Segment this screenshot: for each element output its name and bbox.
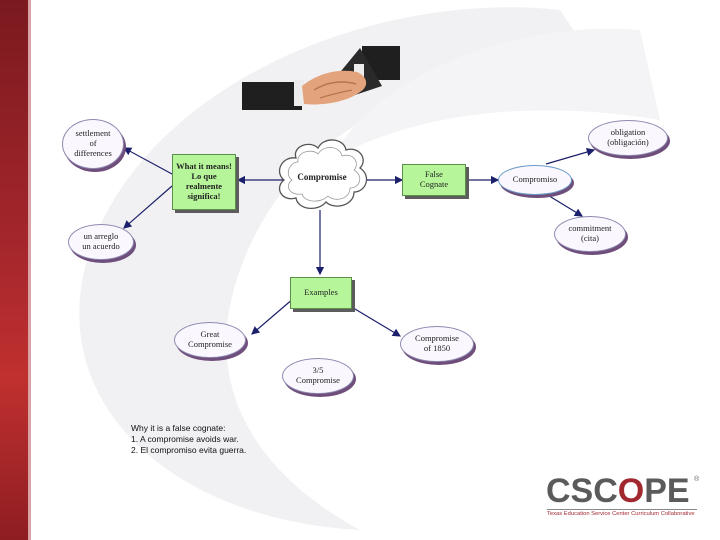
left-accent-bar bbox=[0, 0, 28, 540]
registered-mark: ® bbox=[694, 476, 700, 483]
left-accent-edge bbox=[28, 0, 31, 540]
commitment-line-1: commitment bbox=[568, 223, 612, 234]
central-cloud bbox=[279, 139, 368, 209]
logo-tagline: Texas Education Service Center Curriculu… bbox=[547, 511, 695, 517]
meaning-line-2: Lo que bbox=[191, 171, 217, 182]
three-fifths-line-1: 3/5 bbox=[312, 365, 324, 376]
great-line-2: Compromise bbox=[188, 339, 232, 349]
arreglo-node: un arreglo un acuerdo bbox=[68, 224, 134, 260]
meaning-node: What it means! Lo que realmente signific… bbox=[172, 154, 236, 210]
commitment-node: commitment (cita) bbox=[554, 216, 626, 252]
c1850-line-2: of 1850 bbox=[423, 343, 451, 353]
settlement-line-3: differences bbox=[74, 147, 112, 158]
logo-part-3: PE bbox=[644, 472, 690, 510]
note-line-2: 2. El compromiso evita guerra. bbox=[131, 445, 247, 455]
logo-part-1: CSC bbox=[546, 472, 618, 510]
compromise-1850-node: Compromise of 1850 bbox=[400, 326, 474, 362]
handshake-image bbox=[242, 46, 400, 110]
settlement-line-2: of bbox=[89, 138, 97, 149]
settlement-line-1: settlement bbox=[75, 128, 111, 139]
great-compromise-node: Great Compromise bbox=[174, 322, 246, 358]
settlement-node: settlement of differences bbox=[62, 119, 124, 169]
three-fifths-node: 3/5 Compromise bbox=[282, 358, 354, 394]
arreglo-line-1: un arreglo bbox=[83, 231, 119, 242]
cscope-logo: CSCOPE bbox=[546, 474, 690, 508]
c1850-line-1: Compromise bbox=[415, 333, 459, 344]
arreglo-line-2: un acuerdo bbox=[82, 241, 120, 251]
false-cognate-line-2: Cognate bbox=[419, 179, 449, 189]
meaning-line-3: realmente bbox=[185, 181, 223, 191]
commitment-line-2: (cita) bbox=[581, 233, 599, 243]
false-cognate-line-1: False bbox=[425, 169, 443, 180]
obligation-line-2: (obligación) bbox=[607, 137, 649, 147]
central-node-compromise: Compromise bbox=[297, 172, 347, 182]
note-title: Why it is a false cognate: bbox=[131, 423, 226, 433]
note-line-1: 1. A compromise avoids war. bbox=[131, 434, 239, 444]
three-fifths-line-2: Compromise bbox=[296, 375, 340, 385]
meaning-line-1: What it means! bbox=[176, 161, 232, 172]
obligation-line-1: obligation bbox=[610, 127, 646, 138]
compromiso-node: Compromiso bbox=[498, 165, 572, 195]
logo-rule bbox=[547, 509, 697, 510]
examples-node: Examples bbox=[290, 277, 352, 309]
logo-part-2: O bbox=[617, 472, 645, 510]
false-cognate-note: Why it is a false cognate: 1. A compromi… bbox=[131, 423, 246, 456]
great-line-1: Great bbox=[200, 329, 220, 340]
false-cognate-node: False Cognate bbox=[402, 164, 466, 196]
obligation-node: obligation (obligación) bbox=[588, 120, 668, 156]
meaning-line-4: significa! bbox=[187, 190, 221, 201]
